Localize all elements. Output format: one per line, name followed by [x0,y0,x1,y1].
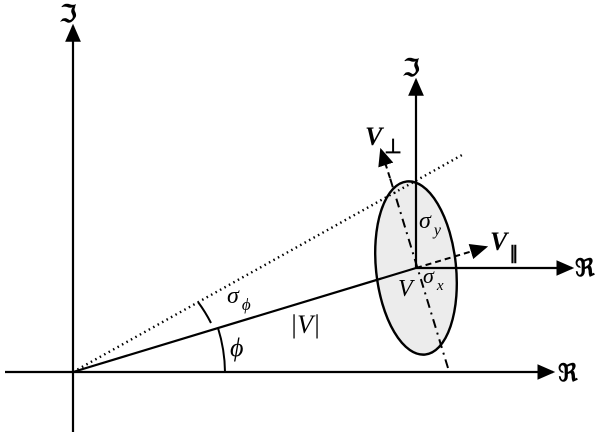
sigma-x-subscript: x [436,278,444,294]
v-perp-arrow [378,147,394,179]
sigma-phi-letter: σ [227,283,240,309]
sigma-phi-subscript: ϕ [242,295,251,314]
sigma-y-subscript: y [432,222,442,239]
magnitude-label: |V| [290,310,320,339]
sigma-x-letter: σ [423,263,435,288]
sigma-phi-angle-arc [197,301,212,324]
phasor-vector [72,266,417,374]
phase-angle-arc [217,327,226,373]
v-parallel-arrow [415,243,489,269]
v-perp-label: V⊥ [365,122,402,158]
perpendicular-axis [389,177,449,369]
local-real-axis-label: ℜ [575,253,595,282]
v-parallel-letter: V [490,227,510,256]
main-real-axis-label: ℜ [558,358,578,387]
v-point-label: V [398,276,415,302]
v-perp-subscript: ⊥ [384,136,401,158]
phase-label: ϕ [230,333,243,362]
v-parallel-label: V∥ [490,227,518,264]
v-perp-letter: V [365,122,385,151]
main-imag-axis-label: ℑ [59,0,77,28]
sigma-y-letter: σ [419,208,432,234]
v-parallel-subscript: ∥ [509,243,518,264]
local-imag-axis-label: ℑ [402,53,420,82]
